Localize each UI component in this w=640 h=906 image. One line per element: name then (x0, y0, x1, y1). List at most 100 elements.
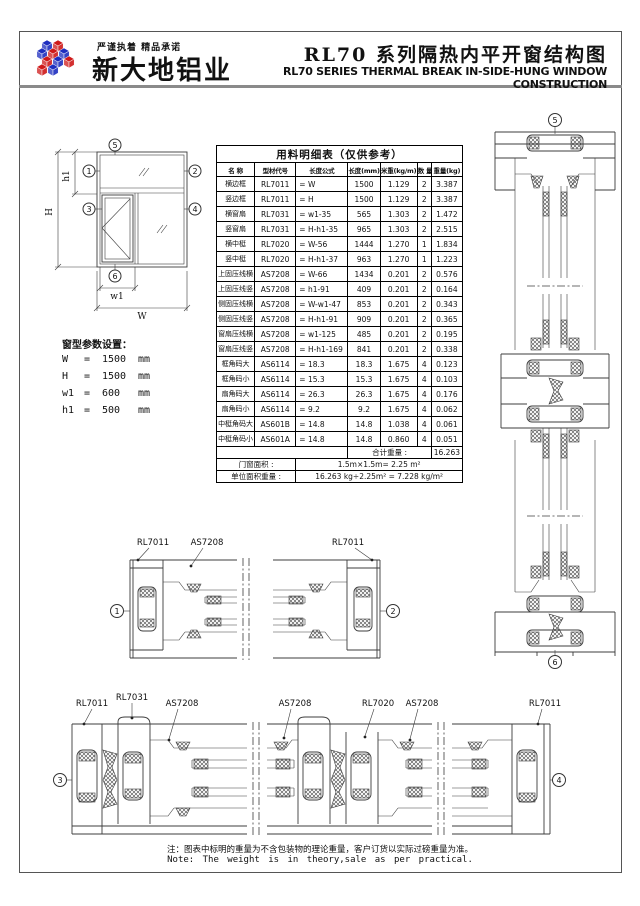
table-cell: 上固压线横 (215, 266, 256, 282)
svg-text:2: 2 (192, 167, 197, 176)
table-cell: 4 (416, 401, 432, 417)
table-cell: RL7011 (254, 191, 297, 207)
table-cell: 横窗扇 (215, 206, 256, 222)
table-cell: AS7208 (254, 296, 297, 312)
table-cell: 0.201 (379, 296, 418, 312)
table-cell: 841 (347, 341, 381, 357)
table-cell: 2 (416, 176, 432, 192)
dimension-h1: h1 (62, 148, 97, 198)
table-cell: 1.834 (430, 236, 464, 252)
table-cell: = 18.3 (295, 356, 349, 372)
table-cell: 1.675 (379, 371, 418, 387)
table-cell: RL7011 (254, 176, 297, 192)
col-header: 型材代号 (254, 162, 297, 177)
table-cell: 853 (347, 296, 381, 312)
table-cell: 2 (416, 221, 432, 237)
table-cell: 1500 (347, 176, 381, 192)
table-cell: 0.338 (430, 341, 464, 357)
svg-text:5: 5 (112, 141, 117, 150)
table-cell: 4 (416, 371, 432, 387)
svg-text:6: 6 (552, 658, 557, 667)
dimension-H: H (45, 148, 97, 271)
company-name: 新大地铝业 (92, 56, 233, 86)
table-cell: RL7031 (254, 206, 297, 222)
table-cell: 1.303 (379, 221, 418, 237)
area-value: 1.5m×1.5m= 2.25 m² (295, 458, 463, 471)
table-cell: 4 (416, 431, 432, 447)
svg-text:RL7011: RL7011 (137, 538, 169, 548)
col-header: 米重(kg/m) (379, 162, 418, 177)
profile-label-as7208-a: AS7208 (166, 699, 198, 742)
table-cell: = 14.8 (295, 431, 349, 447)
footnote: 注：图表中标明的重量为不含包装物的理论重量，客户订货以实际过磅重量为准。 Not… (100, 843, 540, 865)
profile-label-as7208: AS7208 (189, 538, 223, 568)
table-cell: 竖中梃 (215, 251, 256, 267)
table-cell: 0.201 (379, 311, 418, 327)
table-cell: RL7020 (254, 251, 297, 267)
dimension-w1: w1 (96, 267, 139, 302)
col-header: 名 称 (215, 162, 256, 177)
profile-label-rl7011-left: RL7011 (136, 538, 169, 562)
callout-6: 6 (548, 650, 562, 669)
col-header: 重量(kg) (430, 162, 464, 177)
table-cell: 4 (416, 386, 432, 402)
unit-weight-value: 16.263 kg÷2.25m² = 7.228 kg/m² (295, 470, 463, 483)
table-cell: 0.860 (379, 431, 418, 447)
table-cell: 0.365 (430, 311, 464, 327)
window-frame (96, 151, 188, 268)
table-cell: 1.129 (379, 191, 418, 207)
header-divider (19, 85, 622, 88)
frame-sash-section (71, 716, 247, 835)
table-cell: 竖窗扇 (215, 221, 256, 237)
svg-text:RL7011: RL7011 (332, 538, 364, 548)
table-cell: AS7208 (254, 281, 297, 297)
params-title: 窗型参数设置： (62, 340, 132, 351)
sheet-title-cn: RL70 系列隔热内平开窗结构图 (303, 44, 607, 66)
callout-4: 4 (550, 773, 566, 787)
callout-4: 4 (184, 202, 202, 216)
break-line (242, 558, 250, 660)
break-line (252, 722, 260, 836)
table-cell: 4 (416, 416, 432, 432)
table-cell: 横边框 (215, 176, 256, 192)
table-cell: 2 (416, 311, 432, 327)
table-cell: = H-h1-169 (295, 341, 349, 357)
svg-text:w1: w1 (110, 292, 123, 302)
param-eq: = (84, 371, 91, 382)
table-cell: 0.343 (430, 296, 464, 312)
company-slogan: 严谨执着 精品承诺 (97, 43, 182, 53)
table-cell: 2 (416, 341, 432, 357)
page-border (19, 31, 622, 873)
table-cell: = 14.8 (295, 416, 349, 432)
svg-text:5: 5 (552, 116, 557, 125)
col-header: 数 量 (416, 162, 432, 177)
table-cell: = 9.2 (295, 401, 349, 417)
company-logo (36, 39, 75, 77)
top-frame-section (494, 131, 616, 191)
table-cell: 485 (347, 326, 381, 342)
profile-label-rl7020: RL7020 (362, 699, 394, 739)
svg-text:H: H (45, 208, 55, 216)
table-cell: 2 (416, 326, 432, 342)
table-title: 用料明细表（仅供参考） (216, 145, 463, 163)
table-cell: 0.123 (430, 356, 464, 372)
profile-label-rl7011-a: RL7011 (76, 699, 108, 726)
svg-text:RL7011: RL7011 (529, 699, 561, 709)
table-cell: 1.129 (379, 176, 418, 192)
table-cell: 扇角码小 (215, 401, 256, 417)
table-cell: 0.176 (430, 386, 464, 402)
table-cell: = W (295, 176, 349, 192)
svg-text:6: 6 (112, 272, 117, 281)
table-cell: 框角码小 (215, 371, 256, 387)
